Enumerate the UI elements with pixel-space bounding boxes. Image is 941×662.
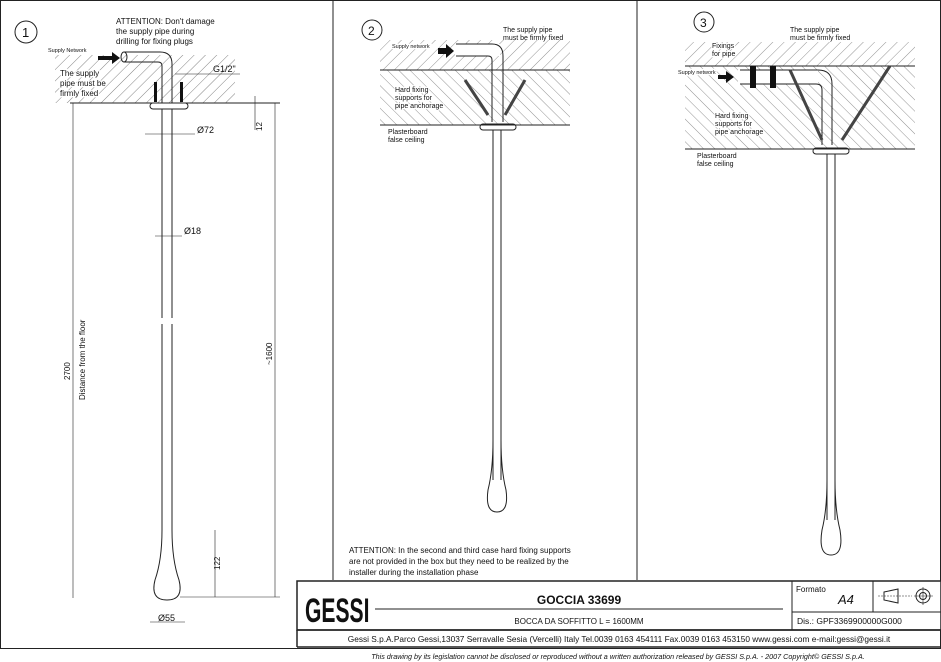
supply-pipe <box>456 43 504 122</box>
product-subtitle: BOCCA DA SOFFITTO L = 1600MM <box>514 617 643 626</box>
hard-fixing-label: Hard fixing <box>395 87 429 94</box>
format-value: A4 <box>837 592 854 607</box>
panel-1: 1 ATTENTION: Don't damage the supply pip… <box>14 17 280 623</box>
attention-text: drilling for fixing plugs <box>116 37 193 46</box>
supply-network-label: Supply network <box>392 44 430 50</box>
plasterboard-label: false ceiling <box>388 137 425 144</box>
dimension-2700: 2700 <box>63 362 72 380</box>
attention-text: the supply pipe during <box>116 27 194 36</box>
attention-note: ATTENTION: In the second and third case … <box>349 546 571 555</box>
arrow-icon <box>718 71 734 83</box>
dimension-122: 122 <box>213 556 222 570</box>
dimension-d72: Ø72 <box>197 125 214 135</box>
attention-text: ATTENTION: Don't damage <box>116 17 215 26</box>
supply-network-label: Supply network <box>678 70 716 76</box>
dimension-1600: ~1600 <box>265 342 274 365</box>
gessi-logo: GESSI <box>305 591 369 629</box>
pipe-fixed-label: pipe must be <box>60 79 106 88</box>
pipe-fixed-label: must be firmly fixed <box>790 35 850 42</box>
hard-fixing-label: pipe anchorage <box>395 103 443 110</box>
panel-3: 3 The supply pipe must be firmly fixed F… <box>677 11 915 556</box>
pipe-fixed-label: The supply pipe <box>503 27 553 34</box>
format-label: Formato <box>796 585 826 594</box>
hard-fixing-label: pipe anchorage <box>715 129 763 136</box>
thread-dimension: G1/2" <box>213 64 236 74</box>
drop-spout <box>820 479 842 556</box>
supply-network-label: Supply Network <box>48 48 87 54</box>
hard-fixing-label: supports for <box>715 121 753 128</box>
fixings-label: for pipe <box>712 51 735 58</box>
panel-2: 2 The supply pipe must be firmly fixed S… <box>361 19 570 513</box>
floor-distance-label: Distance from the floor <box>78 319 87 400</box>
ceiling-flange <box>149 102 189 110</box>
plasterboard-label: Plasterboard <box>697 153 737 160</box>
dimension-12: 12 <box>255 122 264 131</box>
drawing-number: Dis.: GPF3369900000G000 <box>797 616 902 626</box>
plasterboard-label: Plasterboard <box>388 129 428 136</box>
hard-fixing-label: supports for <box>395 95 433 102</box>
drop-spout <box>486 439 508 513</box>
pipe-fixed-label: must be firmly fixed <box>503 35 563 42</box>
supply-pipe <box>740 69 833 145</box>
step-number: 3 <box>700 16 707 30</box>
plasterboard-label: false ceiling <box>697 161 734 168</box>
drop-spout <box>153 529 181 601</box>
step-number: 1 <box>22 25 29 40</box>
step-number-circle <box>14 20 38 44</box>
supply-pipe <box>124 51 173 103</box>
dimension-d18: Ø18 <box>184 226 201 236</box>
fixings-label: Fixings <box>712 43 735 50</box>
dimension-d55: Ø55 <box>158 613 175 623</box>
pipe-fixed-label: firmly fixed <box>60 89 98 98</box>
pipe-fixed-label: The supply <box>60 69 99 78</box>
ceiling-hatch <box>55 55 235 103</box>
company-address: Gessi S.p.A.Parco Gessi,13037 Serravalle… <box>348 634 891 644</box>
title-block: GESSI GOCCIA 33699 BOCCA DA SOFFITTO L =… <box>296 580 941 648</box>
fixing-support <box>463 79 527 116</box>
hard-fixing-label: Hard fixing <box>715 113 749 120</box>
projection-symbol-icon <box>878 587 933 605</box>
arrow-icon <box>98 52 120 64</box>
copyright-notice: This drawing by its legislation cannot b… <box>371 652 865 661</box>
attention-note: are not provided in the box but they nee… <box>349 557 569 566</box>
arrow-icon <box>438 44 454 58</box>
product-title: GOCCIA 33699 <box>537 593 622 607</box>
fixing-support <box>788 65 892 141</box>
step-number: 2 <box>368 24 375 38</box>
pipe-fixed-label: The supply pipe <box>790 27 840 34</box>
attention-note: installer during the installation phase <box>349 568 479 577</box>
